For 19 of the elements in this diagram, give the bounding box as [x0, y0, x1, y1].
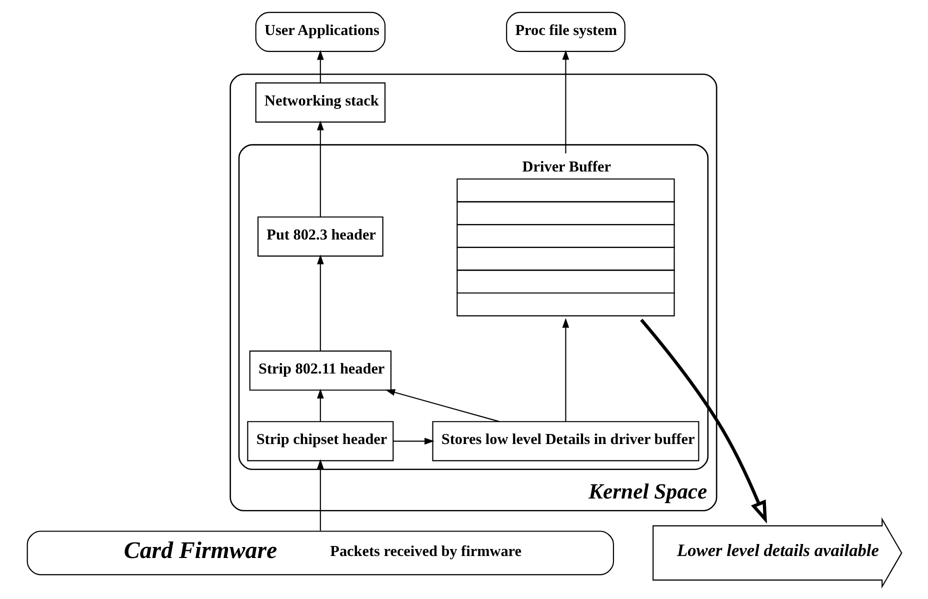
node-box: Proc file system [506, 12, 625, 52]
node-box: Strip chipset header [246, 421, 394, 462]
node-box: Networking stack [254, 82, 386, 123]
arrow [316, 459, 324, 531]
node-box: User Applications [254, 12, 386, 52]
node-box: Card Firmware Packets received by firmware [26, 530, 614, 576]
node-label: Driver Buffer [522, 158, 611, 176]
arrow [562, 50, 569, 154]
node-box: Put 802.3 header [256, 216, 383, 257]
arrow [562, 318, 569, 422]
arrow [640, 318, 766, 524]
node-box: Stores low level Details in driver buffer [432, 421, 699, 462]
arrow [392, 438, 434, 445]
node-box: Strip 802.11 header [248, 350, 391, 391]
arrow [384, 389, 499, 422]
arrow [316, 50, 324, 83]
arrow [316, 120, 324, 217]
arrow [316, 388, 324, 422]
arrow [316, 254, 324, 351]
